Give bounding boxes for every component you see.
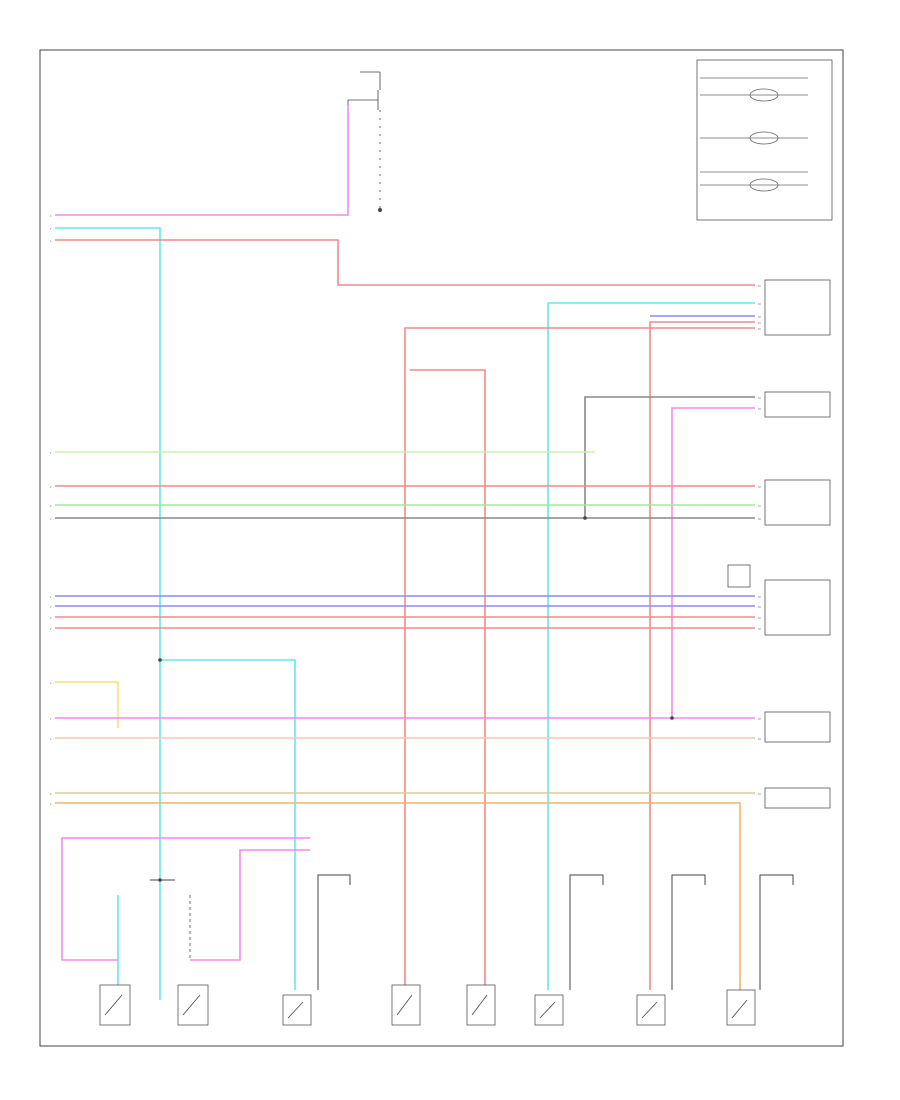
orange-wire [55,802,741,990]
ground-wires [150,874,794,990]
svg-text:•: • [50,626,52,631]
svg-text:••: •• [758,626,761,631]
cyan-wire-branch [160,659,296,990]
svg-text:••: •• [758,736,761,741]
cyan-wire-main [55,227,161,1000]
pink-wire-top [55,105,349,216]
svg-text:•: • [50,801,52,806]
top-relay [347,71,381,110]
svg-text:•: • [50,450,52,455]
svg-text:••: •• [758,484,761,489]
left-pins: • • • • • • • • • • • • • • • • [50,213,52,806]
bottom-components [99,984,756,1026]
pink-wire-bottom [61,837,310,961]
svg-text:••: •• [758,516,761,521]
yellow-wire [55,681,119,728]
svg-text:••: •• [758,604,761,609]
red-wire-right-2 [404,327,755,990]
diagram-frame [39,49,844,1047]
pink-wire-right [671,407,755,718]
svg-text:••: •• [758,503,761,508]
svg-text:•: • [50,238,52,243]
svg-text:•: • [50,680,52,685]
svg-text:•: • [50,791,52,796]
red-wire-top [55,239,755,286]
svg-text:••: •• [758,406,761,411]
svg-text:•: • [50,736,52,741]
right-pins: •• •• •• •• •• •• •• •• •• •• •• •• •• •… [758,283,761,796]
svg-text:•: • [50,503,52,508]
svg-text:••: •• [758,791,761,796]
gray-wire [584,396,755,518]
svg-text:••: •• [758,320,761,325]
svg-text:•: • [50,226,52,231]
svg-text:••: •• [758,594,761,599]
svg-text:•: • [50,594,52,599]
svg-text:••: •• [758,716,761,721]
svg-text:••: •• [758,301,761,306]
pink-wire-bottom-2 [190,849,310,961]
red-wire-right-1 [649,321,755,990]
svg-text:•: • [50,716,52,721]
svg-text:•: • [50,615,52,620]
svg-text:••: •• [758,314,761,319]
svg-text:•: • [50,484,52,489]
legend-box [696,59,833,221]
cyan-wire-right [547,302,755,990]
junction-dots [158,516,674,882]
svg-text:•: • [50,604,52,609]
svg-text:••: •• [758,326,761,331]
svg-text:••: •• [758,395,761,400]
svg-text:••: •• [758,283,761,288]
svg-text:•: • [50,213,52,218]
svg-text:••: •• [758,615,761,620]
svg-text:•: • [50,516,52,521]
right-component-boxes [727,279,831,809]
ground-symbol [378,110,382,212]
red-wire-mid [410,369,486,990]
